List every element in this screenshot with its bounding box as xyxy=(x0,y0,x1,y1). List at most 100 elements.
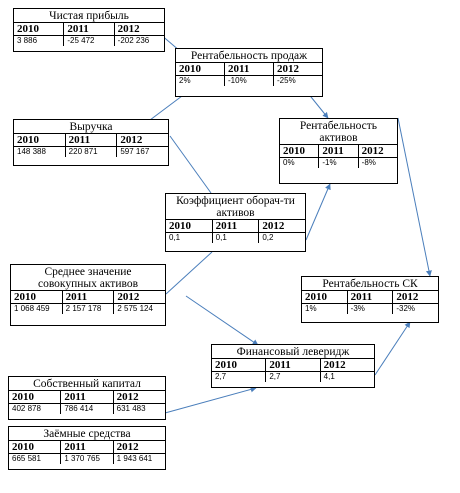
borrowed-funds-year-2: 2012 xyxy=(116,441,139,453)
equity-year-1: 2011 xyxy=(61,391,114,403)
link-avg-assets-to-turnover xyxy=(165,251,213,295)
financial-leverage-year-2: 2012 xyxy=(323,359,346,371)
equity-title: Собственный капитал xyxy=(9,377,165,391)
avg-total-assets-title: Среднее значение совокупных активов xyxy=(11,265,165,291)
return-on-sales-year-0: 2010 xyxy=(176,63,225,75)
asset-turnover-year-1: 2011 xyxy=(213,220,260,232)
avg-total-assets-value-1: 2 157 178 xyxy=(63,304,115,314)
return-on-sales-value-1: -10% xyxy=(225,76,274,86)
financial-leverage-title: Финансовый леверидж xyxy=(212,345,374,359)
asset-turnover-value-2: 0,2 xyxy=(262,233,274,242)
return-on-equity-values-row: 1%-3%-32% xyxy=(302,304,438,314)
net-profit-value-1: -25 472 xyxy=(64,36,115,46)
borrowed-funds-title: Заёмные средства xyxy=(9,427,165,441)
revenue-value-1: 220 871 xyxy=(66,147,118,157)
link-revenue-to-ros xyxy=(149,95,183,121)
return-on-sales-year-1: 2011 xyxy=(225,63,274,75)
link-roa-to-roe xyxy=(397,117,432,277)
revenue-year-1: 2011 xyxy=(66,134,118,146)
return-on-assets-title: Рентабельность активов xyxy=(280,119,397,145)
return-on-equity-value-1: -3% xyxy=(348,304,394,314)
financial-leverage-year-1: 2011 xyxy=(266,359,321,371)
return-on-equity-value-0: 1% xyxy=(302,304,348,314)
borrowed-funds-year-1: 2011 xyxy=(61,441,114,453)
return-on-sales-value-2: -25% xyxy=(277,76,296,85)
link-avg-assets-to-leverage xyxy=(185,295,259,346)
net-profit-value-0: 3 886 xyxy=(14,36,65,46)
return-on-assets-year-2: 2012 xyxy=(361,145,384,157)
borrowed-funds-value-2: 1 943 641 xyxy=(116,454,153,463)
return-on-sales-year-2: 2012 xyxy=(277,63,299,75)
return-on-assets-values-row: 0%-1%-8% xyxy=(280,158,397,168)
net-profit-year-0: 2010 xyxy=(14,23,65,35)
return-on-assets-year-1: 2011 xyxy=(319,145,359,157)
financial-leverage-value-0: 2,7 xyxy=(212,372,267,382)
net-profit-value-2: -202 236 xyxy=(117,36,150,45)
return-on-equity-year-0: 2010 xyxy=(302,291,348,303)
net-profit-year-2: 2012 xyxy=(117,23,140,35)
net-profit-year-1: 2011 xyxy=(64,23,115,35)
return-on-assets-value-2: -8% xyxy=(361,158,376,167)
equity-value-0: 402 878 xyxy=(9,404,62,414)
equity-year-0: 2010 xyxy=(9,391,62,403)
return-on-assets-year-0: 2010 xyxy=(280,145,320,157)
link-turnover-to-roa xyxy=(305,183,331,241)
financial-leverage-value-1: 2,7 xyxy=(266,372,321,382)
return-on-equity-title: Рентабельность СК xyxy=(302,277,438,291)
return-on-equity-year-1: 2011 xyxy=(348,291,394,303)
return-on-sales-value-0: 2% xyxy=(176,76,225,86)
equity-year-2: 2012 xyxy=(116,391,139,403)
link-revenue-to-turnover xyxy=(169,135,212,194)
revenue-year-0: 2010 xyxy=(14,134,66,146)
return-on-equity-value-2: -32% xyxy=(396,304,416,313)
return-on-sales-title: Рентабельность продаж xyxy=(176,49,322,63)
revenue-title: Выручка xyxy=(14,120,168,134)
net-profit-title: Чистая прибыль xyxy=(14,9,164,23)
return-on-equity-year-2: 2012 xyxy=(396,291,419,303)
revenue-value-2: 597 167 xyxy=(120,147,150,156)
borrowed-funds-value-0: 665 581 xyxy=(9,454,62,464)
asset-turnover-value-1: 0,1 xyxy=(213,233,260,243)
avg-total-assets-year-2: 2012 xyxy=(117,291,140,303)
equity-value-1: 786 414 xyxy=(61,404,114,414)
avg-total-assets-year-0: 2010 xyxy=(11,291,63,303)
borrowed-funds-value-1: 1 370 765 xyxy=(61,454,114,464)
financial-leverage-year-0: 2010 xyxy=(212,359,267,371)
financial-leverage-value-2: 4,1 xyxy=(323,372,335,381)
asset-turnover-year-2: 2012 xyxy=(262,220,285,232)
equity-value-2: 631 483 xyxy=(116,404,146,413)
link-equity-to-leverage xyxy=(164,386,257,414)
net-profit-values-row: 3 886-25 472-202 236 xyxy=(14,36,164,46)
asset-turnover-title: Коэффициент оборач-ти активов xyxy=(166,194,305,220)
borrowed-funds-year-0: 2010 xyxy=(9,441,62,453)
revenue-value-0: 148 388 xyxy=(14,147,66,157)
return-on-assets-value-1: -1% xyxy=(319,158,359,168)
revenue-year-2: 2012 xyxy=(120,134,143,146)
